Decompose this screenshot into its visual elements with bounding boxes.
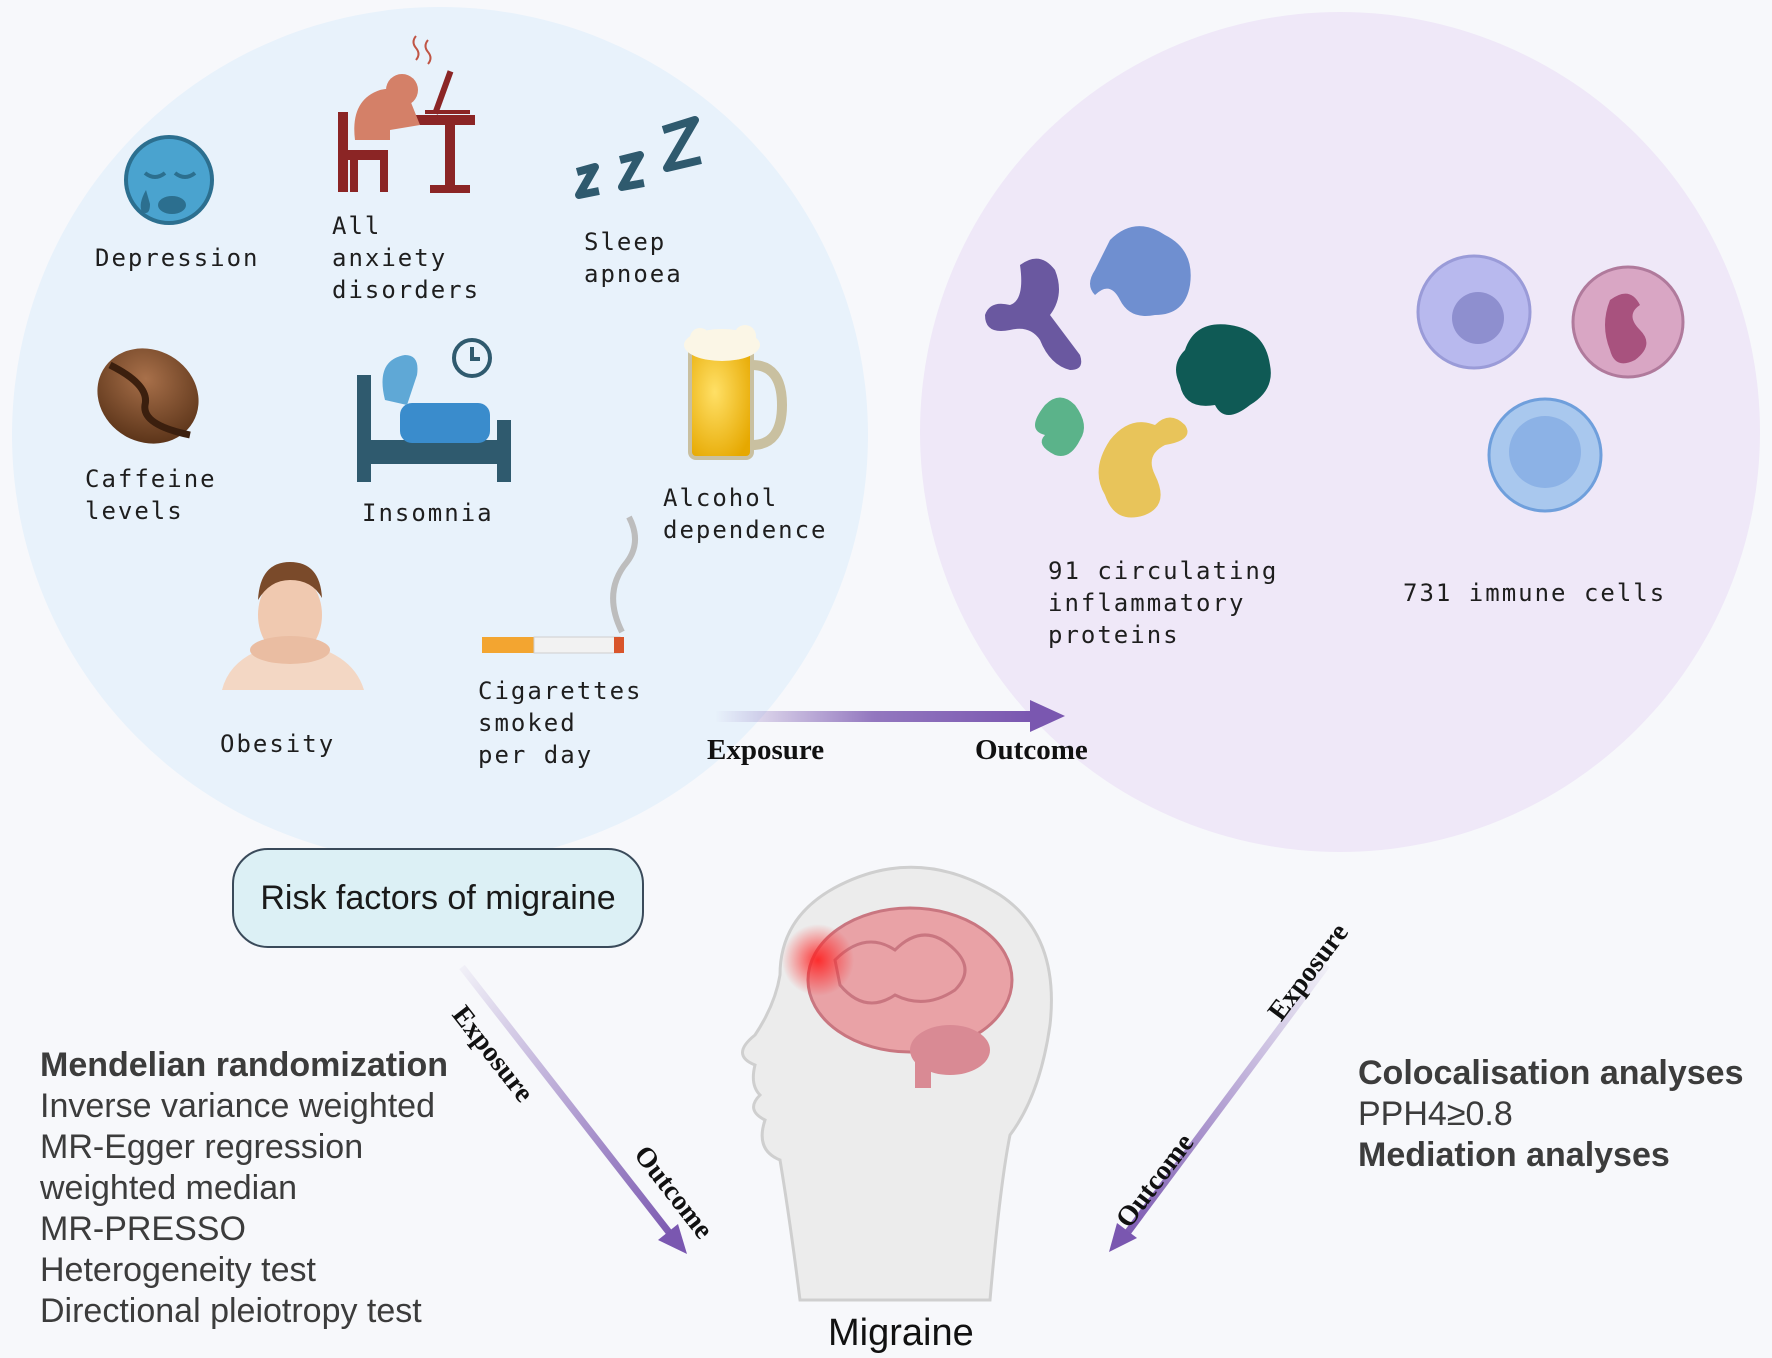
sleep-apnoea-label: Sleep apnoea — [584, 228, 683, 288]
caffeine-label: Caffeine levels — [85, 465, 217, 525]
obesity-label: Obesity — [220, 730, 336, 758]
zzz-sleep-icon — [575, 116, 702, 199]
top-outcome-label: Outcome — [975, 734, 1088, 766]
method-item: Directional pleiotropy test — [40, 1292, 422, 1330]
anxiety-label: All anxiety disorders — [332, 212, 481, 304]
method-item: weighted median — [40, 1169, 298, 1207]
migraine-label: Migraine — [828, 1312, 974, 1354]
cigarettes-label: Cigarettes smoked per day — [478, 677, 643, 769]
right-arrow — [1109, 962, 1330, 1252]
cigarette-icon — [482, 515, 638, 654]
protein-cluster-icons — [985, 226, 1271, 518]
human-head-brain-icon — [741, 865, 1053, 1302]
outcomes-circle — [920, 12, 1760, 852]
analyses-list: Colocalisation analyses PPH4≥0.8 Mediati… — [1358, 1053, 1744, 1176]
immune-cell-icons — [1416, 254, 1685, 513]
risk-factors-box: Risk factors of migraine — [232, 848, 644, 948]
depression-label: Depression — [95, 244, 260, 272]
beer-mug-icon — [684, 325, 788, 460]
alcohol-label: Alcohol dependence — [663, 484, 828, 544]
mendelian-randomization-list: Mendelian randomization Inverse variance… — [40, 1045, 448, 1332]
method-item: Inverse variance weighted — [40, 1087, 436, 1125]
left-arrow — [459, 964, 687, 1254]
risk-factors-box-label: Risk factors of migraine — [260, 878, 616, 917]
stressed-person-desk-icon — [338, 35, 475, 193]
top-arrow — [715, 700, 1065, 732]
mediation-title: Mediation analyses — [1358, 1136, 1670, 1174]
immune-cells-label: 731 immune cells — [1403, 579, 1667, 607]
coffee-bean-icon — [97, 348, 199, 444]
method-item: MR-Egger regression — [40, 1128, 364, 1166]
sad-face-icon — [124, 135, 214, 225]
methods-title: Mendelian randomization — [40, 1046, 449, 1084]
insomnia-label: Insomnia — [362, 499, 494, 527]
method-item: MR-PRESSO — [40, 1210, 246, 1248]
method-item: Heterogeneity test — [40, 1251, 316, 1289]
colocalisation-threshold: PPH4≥0.8 — [1358, 1095, 1513, 1133]
obese-person-icon — [222, 562, 364, 690]
colocalisation-title: Colocalisation analyses — [1358, 1054, 1744, 1092]
proteins-label: 91 circulating inflammatory proteins — [1048, 557, 1279, 649]
person-in-bed-clock-icon — [357, 338, 511, 482]
top-exposure-label: Exposure — [707, 734, 825, 766]
